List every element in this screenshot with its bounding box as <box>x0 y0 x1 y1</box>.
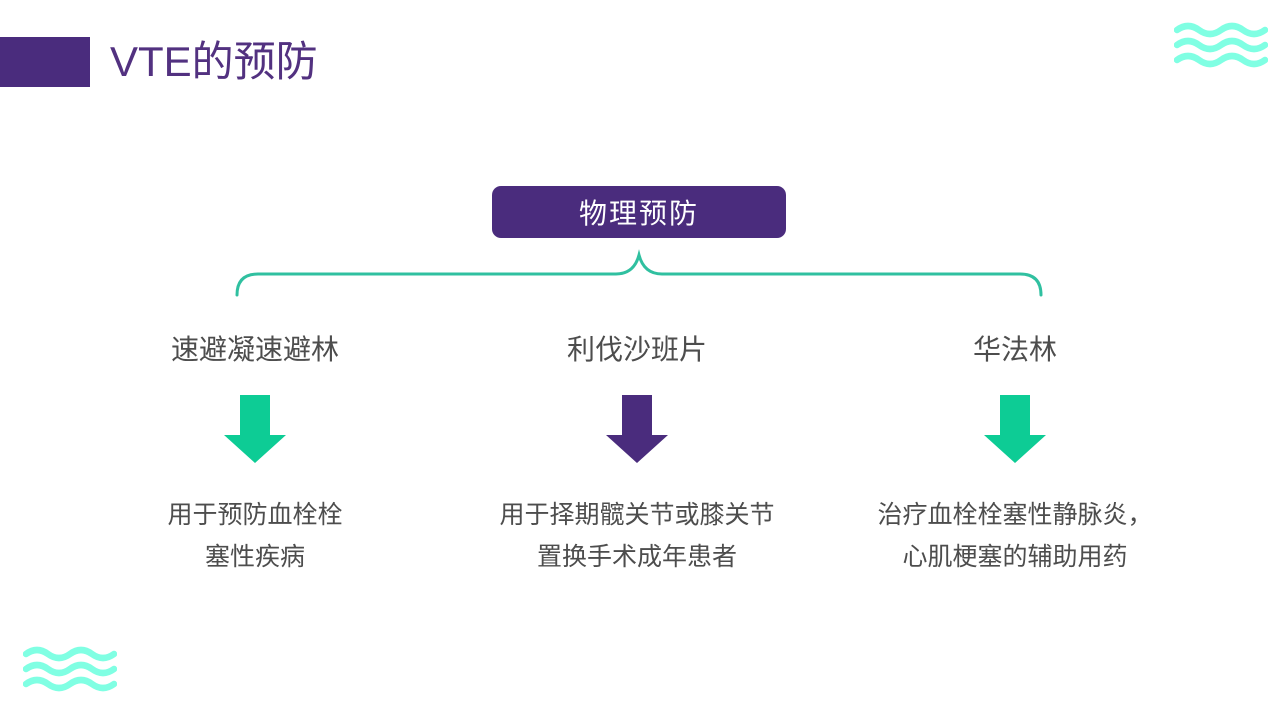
column-rivaroxaban: 利伐沙班片 用于择期髋关节或膝关节 置换手术成年患者 <box>477 332 797 578</box>
title-accent-block <box>0 37 90 87</box>
drug-name: 速避凝速避林 <box>170 334 339 365</box>
down-arrow-icon <box>95 394 415 464</box>
drug-description-line: 用于预防血栓栓 <box>167 501 343 529</box>
drug-description: 用于择期髋关节或膝关节 置换手术成年患者 <box>477 494 797 578</box>
drug-name: 利伐沙班片 <box>566 334 707 365</box>
category-box: 物理预防 <box>492 186 786 238</box>
waves-decoration-top-right-icon <box>1174 22 1268 68</box>
category-label: 物理预防 <box>578 198 699 229</box>
drug-description-line: 用于择期髋关节或膝关节 <box>499 501 775 529</box>
drug-description-line: 心肌梗塞的辅助用药 <box>902 543 1128 571</box>
drug-description-line: 塞性疾病 <box>204 543 305 571</box>
drug-description-line: 治疗血栓栓塞性静脉炎， <box>877 501 1153 529</box>
down-arrow-icon <box>855 394 1175 464</box>
page-title: VTE的预防 <box>110 38 318 85</box>
down-arrow-icon <box>477 394 797 464</box>
drug-description-line: 置换手术成年患者 <box>536 543 737 571</box>
drug-description: 用于预防血栓栓 塞性疾病 <box>95 494 415 578</box>
drug-description: 治疗血栓栓塞性静脉炎， 心肌梗塞的辅助用药 <box>855 494 1175 578</box>
brace-connector <box>235 249 1043 297</box>
column-warfarin: 华法林 治疗血栓栓塞性静脉炎， 心肌梗塞的辅助用药 <box>855 332 1175 578</box>
waves-decoration-bottom-left-icon <box>23 646 117 692</box>
column-subuhexin: 速避凝速避林 用于预防血栓栓 塞性疾病 <box>95 332 415 578</box>
drug-name: 华法林 <box>972 334 1057 365</box>
